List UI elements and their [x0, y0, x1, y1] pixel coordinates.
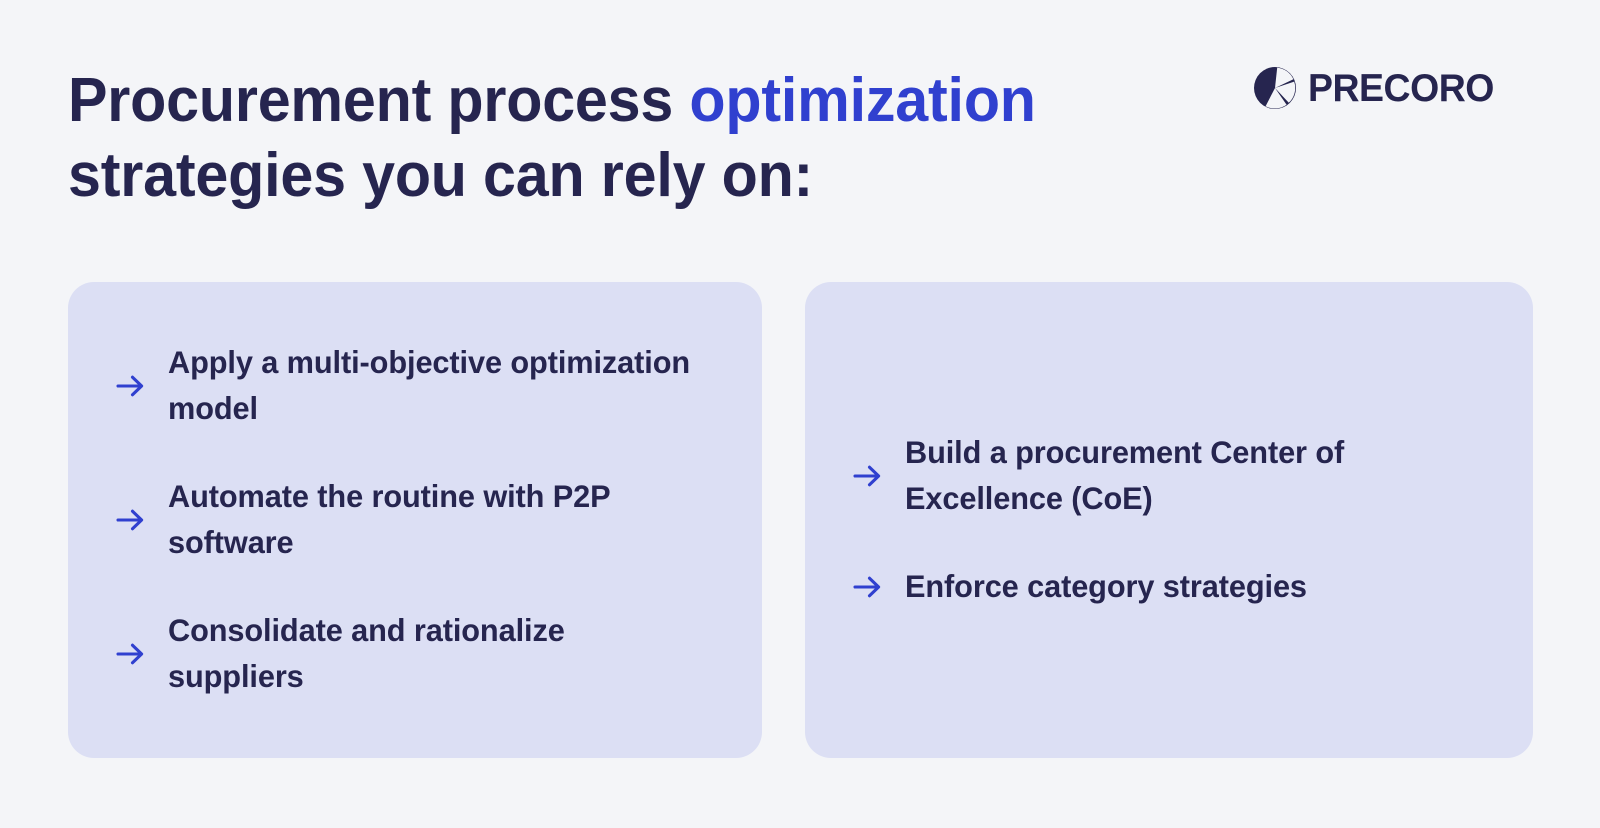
precoro-propeller-icon: [1254, 67, 1297, 109]
strategy-list-right: Build a procurement Center of Excellence…: [853, 430, 1493, 610]
strategy-card-left: Apply a multi-objective optimization mod…: [68, 282, 762, 758]
arrow-right-icon: [116, 509, 144, 531]
strategy-list-left: Apply a multi-objective optimization mod…: [116, 340, 722, 700]
list-item[interactable]: Enforce category strategies: [853, 564, 1493, 610]
list-item[interactable]: Build a procurement Center of Excellence…: [853, 430, 1493, 522]
list-item-label: Enforce category strategies: [905, 567, 1307, 604]
list-item[interactable]: Automate the routine with P2P software: [116, 474, 722, 566]
strategy-cards: Apply a multi-objective optimization mod…: [68, 282, 1533, 758]
list-item[interactable]: Apply a multi-objective optimization mod…: [116, 340, 722, 432]
list-item-label: Apply a multi-objective optimization mod…: [168, 344, 691, 427]
page-title-accent: optimization: [689, 66, 1036, 135]
arrow-right-icon: [116, 375, 144, 397]
arrow-right-icon: [853, 576, 881, 598]
list-item-label: Consolidate and rationalize suppliers: [168, 611, 565, 694]
strategy-card-right: Build a procurement Center of Excellence…: [805, 282, 1533, 758]
precoro-wordmark: PRECORO: [1308, 66, 1495, 110]
arrow-right-icon: [853, 465, 881, 487]
list-item[interactable]: Consolidate and rationalize suppliers: [116, 608, 722, 700]
page-title-line2: strategies you can rely on:: [68, 141, 814, 211]
page-title-lead: Procurement process: [68, 66, 690, 135]
list-item-label: Build a procurement Center of Excellence…: [905, 434, 1345, 516]
list-item-label: Automate the routine with P2P software: [168, 478, 610, 560]
arrow-right-icon: [116, 643, 144, 665]
precoro-logo: PRECORO: [1253, 62, 1502, 114]
